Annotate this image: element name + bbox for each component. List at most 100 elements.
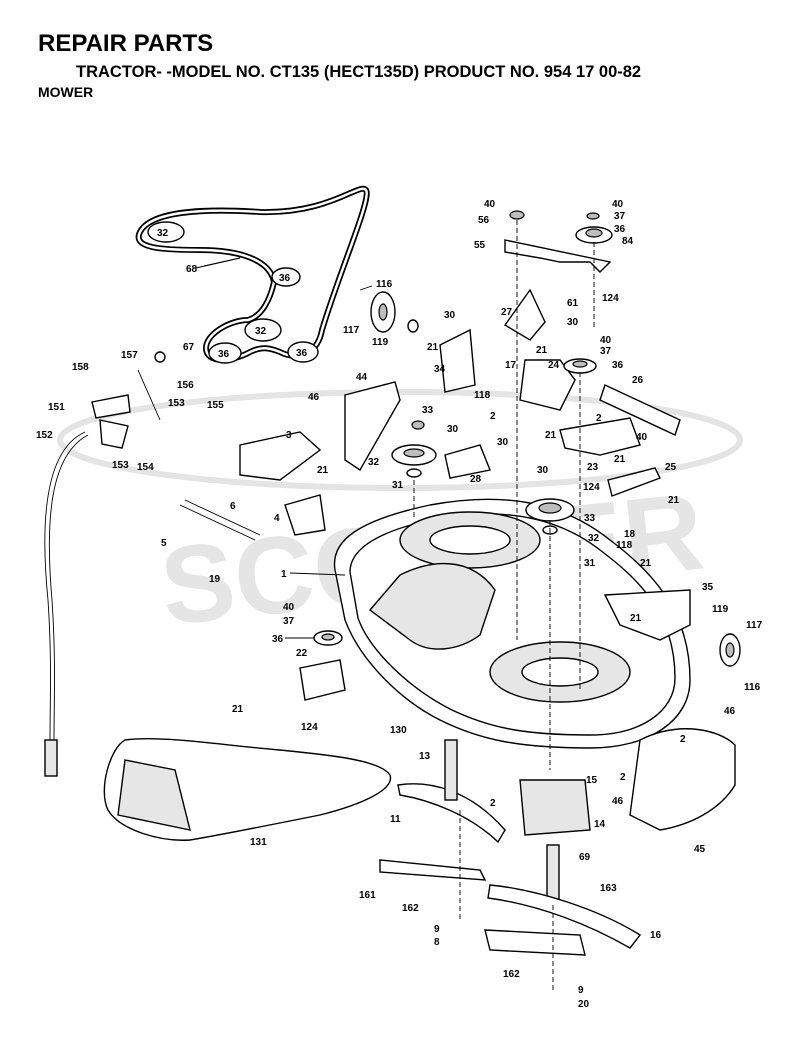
callout-2: 2 <box>490 411 496 422</box>
callout-130: 130 <box>390 725 407 736</box>
callout-119: 119 <box>712 604 729 615</box>
callout-21: 21 <box>640 558 652 569</box>
callout-56: 56 <box>478 215 490 226</box>
callout-37: 37 <box>600 346 612 357</box>
callout-21: 21 <box>232 704 244 715</box>
pulley-label: 36 <box>218 349 230 360</box>
callout-84: 84 <box>622 236 634 247</box>
callout-11: 11 <box>390 814 401 825</box>
callout-44: 44 <box>356 372 368 383</box>
callout-1: 1 <box>281 569 287 580</box>
callout-22: 22 <box>296 648 308 659</box>
section-title: MOWER <box>38 84 94 100</box>
callout-46: 46 <box>612 796 624 807</box>
callout-40: 40 <box>283 602 295 613</box>
callout-40: 40 <box>636 432 648 443</box>
pulley-label: 36 <box>279 273 291 284</box>
callout-61: 61 <box>567 298 579 309</box>
callout-24: 24 <box>548 360 560 371</box>
callout-16: 16 <box>650 930 662 941</box>
callout-30: 30 <box>497 437 509 448</box>
left-brackets <box>179 381 491 701</box>
callout-5: 5 <box>161 538 167 549</box>
callout-40: 40 <box>484 199 496 210</box>
callout-33: 33 <box>584 513 596 524</box>
callout-32: 32 <box>368 457 380 468</box>
callout-124: 124 <box>602 293 619 304</box>
callout-23: 23 <box>587 462 599 473</box>
callout-21: 21 <box>317 465 329 476</box>
callout-117: 117 <box>746 620 763 631</box>
pulley-32-assembly-left <box>391 420 437 478</box>
callout-20: 20 <box>578 999 590 1010</box>
height-adjust-cable <box>44 351 166 777</box>
callout-2: 2 <box>620 772 626 783</box>
callout-69: 69 <box>579 852 591 863</box>
callout-162: 162 <box>402 903 419 914</box>
callout-55: 55 <box>474 240 486 251</box>
callout-116: 116 <box>376 279 393 290</box>
callout-9: 9 <box>434 924 440 935</box>
callout-157: 157 <box>121 350 138 361</box>
callout-25: 25 <box>665 462 677 473</box>
callout-28: 28 <box>470 474 482 485</box>
callout-124: 124 <box>301 722 318 733</box>
callout-46: 46 <box>308 392 320 403</box>
pulley-36-right: 36 <box>271 267 301 287</box>
callout-2: 2 <box>680 734 686 745</box>
callout-36: 36 <box>612 360 624 371</box>
callout-36: 36 <box>614 224 626 235</box>
callout-32: 32 <box>588 533 600 544</box>
callout-30: 30 <box>444 310 456 321</box>
callout-21: 21 <box>630 613 642 624</box>
callout-153: 153 <box>112 460 129 471</box>
callout-156: 156 <box>177 380 194 391</box>
callout-19: 19 <box>209 574 221 585</box>
callout-158: 158 <box>72 362 89 373</box>
callout-36: 36 <box>272 634 284 645</box>
callout-21: 21 <box>614 454 626 465</box>
callout-68: 68 <box>186 264 198 275</box>
callout-46: 46 <box>724 706 736 717</box>
model-subtitle: TRACTOR- -MODEL NO. CT135 (HECT135D) PRO… <box>76 63 642 81</box>
callout-161: 161 <box>359 890 376 901</box>
discharge-chute <box>103 737 392 841</box>
callout-18: 18 <box>624 529 636 540</box>
callout-162: 162 <box>503 969 520 980</box>
callout-2: 2 <box>490 798 496 809</box>
pulley-36-left: 36 <box>208 342 242 364</box>
callout-67: 67 <box>183 342 195 353</box>
callout-21: 21 <box>545 430 557 441</box>
callout-31: 31 <box>392 480 404 491</box>
pulley-36-bottom: 36 <box>287 341 319 363</box>
callout-6: 6 <box>230 501 236 512</box>
callout-2: 2 <box>596 413 602 424</box>
callout-37: 37 <box>283 616 295 627</box>
callout-152: 152 <box>36 430 53 441</box>
callout-131: 131 <box>250 837 267 848</box>
callout-124: 124 <box>583 482 600 493</box>
callout-118: 118 <box>474 390 491 401</box>
callout-14: 14 <box>594 819 606 830</box>
callout-40: 40 <box>600 335 612 346</box>
belt-diagram: 32 36 32 36 36 <box>135 185 370 364</box>
callout-154: 154 <box>137 462 154 473</box>
pulley-32-assembly-right <box>525 498 575 535</box>
callout-17: 17 <box>505 360 517 371</box>
callout-labels: 68 116 117 119 67 157 158 151 156 153 15… <box>36 199 763 1010</box>
callout-119: 119 <box>372 337 389 348</box>
callout-45: 45 <box>694 844 706 855</box>
pulley-32-center: 32 <box>244 318 282 342</box>
callout-4: 4 <box>274 513 280 524</box>
callout-33: 33 <box>422 405 434 416</box>
pulley-32-top: 32 <box>147 221 185 243</box>
callout-116: 116 <box>744 682 761 693</box>
mower-deck <box>333 498 691 749</box>
callout-27: 27 <box>501 307 513 318</box>
callout-21: 21 <box>427 342 439 353</box>
page-title: REPAIR PARTS <box>38 30 214 57</box>
callout-30: 30 <box>537 465 549 476</box>
assembly-guide-lines <box>413 220 595 990</box>
pulley-label: 32 <box>157 228 169 239</box>
